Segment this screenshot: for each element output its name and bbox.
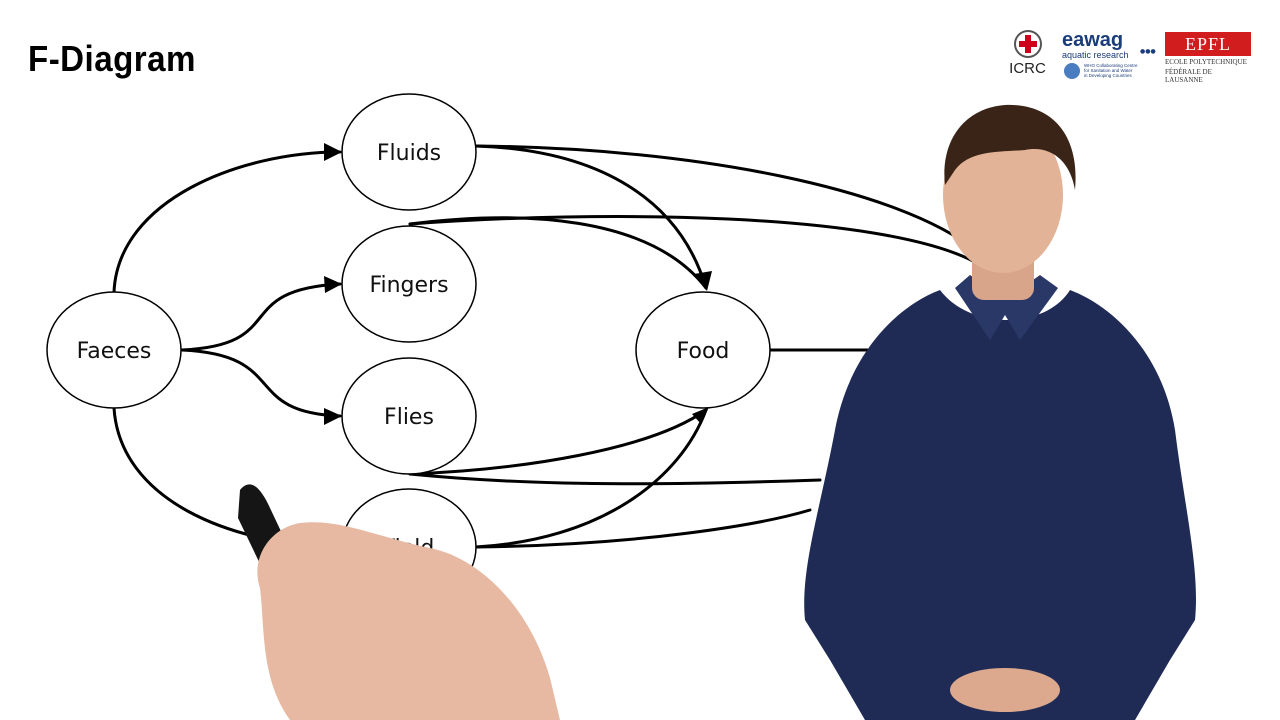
eawag-dots-icon: ●●● [1140,48,1156,55]
epfl-sub-2: FÉDÉRALE DE LAUSANNE [1165,68,1212,84]
presenter-shirt [804,290,1196,720]
edge-fluids-food [474,144,708,290]
node-label-faeces: Faeces [77,339,152,364]
presenter-hands [950,668,1060,712]
icrc-text: ICRC [1009,60,1046,77]
edge-faeces-flies [180,348,342,418]
eawag-logo: eawag aquatic research ●●● WHO Collabora… [1062,29,1158,79]
node-label-fluids: Fluids [377,141,441,166]
diagram-title: F-Diagram [28,38,196,79]
node-label-fingers: Fingers [369,273,448,298]
epfl-wordmark: EPFL [1165,32,1251,56]
node-fingers [341,225,477,343]
presenter [804,104,1196,720]
edge-faeces-fingers [180,282,342,352]
epfl-logo: EPFL ECOLE POLYTECHNIQUE FÉDÉRALE DE LAU… [1165,32,1251,84]
eawag-sub: aquatic research [1062,50,1129,60]
arrowhead-food-bottom [692,407,709,424]
node-faeces [46,291,182,409]
who-line-2: for Sanitation and Water [1084,68,1133,73]
epfl-sub-1: ECOLE POLYTECHNIQUE [1165,58,1247,66]
arrowhead-flies [324,408,342,425]
node-fluids [341,93,477,211]
edge-faeces-fluids [112,150,342,294]
arrowhead-fluids [324,143,342,161]
edge-field-food [474,408,708,549]
presenter-hair [944,104,1076,190]
who-emblem-icon [1064,63,1080,79]
node-food [635,291,771,409]
node-label-food: Food [677,339,730,364]
node-flies [341,357,477,475]
node-label-flies: Flies [384,405,434,430]
hand [257,522,560,720]
edge-fluids-right [474,144,977,252]
who-collaborating-centre: WHO Collaborating Centre for Sanitation … [1062,63,1154,79]
icrc-logo: ICRC [1005,30,1050,77]
edge-flies-right [408,472,822,486]
arrowhead-food-top [694,271,712,291]
edge-field-right [474,508,812,549]
edge-fingers-right [408,215,977,264]
hand-with-pen [238,484,560,720]
who-line-3: in Developing Countries [1084,73,1132,78]
eawag-name: eawag [1062,29,1124,51]
who-line-1: WHO Collaborating Centre [1084,63,1138,68]
arrowhead-fingers [324,276,342,293]
red-cross-icon [1013,30,1042,58]
edge-flies-food [408,408,708,476]
partner-logos: ICRC eawag aquatic research ●●● WHO Coll… [1000,29,1260,84]
